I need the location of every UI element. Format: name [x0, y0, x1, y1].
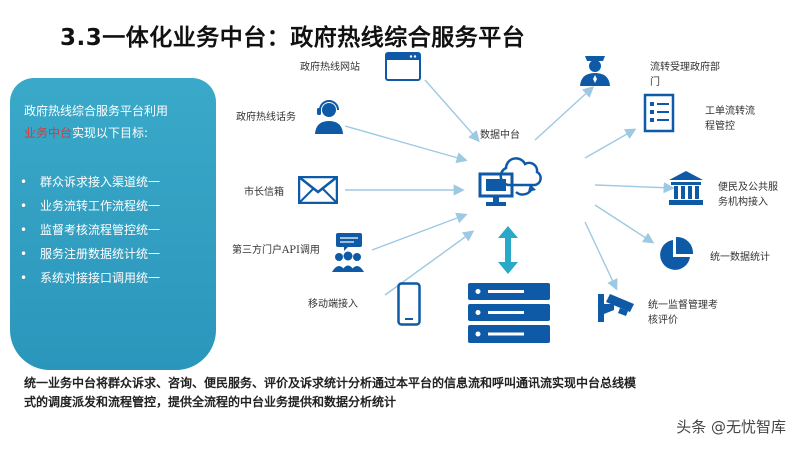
goals-panel: 政府热线综合服务平台利用 业务中台实现以下目标: •群众诉求接入渠道统一 •业务…: [10, 78, 216, 370]
label-data-center: 数据中台: [480, 130, 520, 141]
label-depts: 流转受理政府部门: [650, 62, 720, 88]
label-workflow: 工单流转流程管控: [705, 106, 755, 132]
label-mayor-mail: 市长信箱: [244, 187, 284, 198]
goals-intro-suffix: 实现以下目标:: [72, 126, 149, 140]
goals-intro-highlight: 业务中台: [24, 126, 73, 140]
mobile-phone-icon: [397, 282, 421, 326]
bidirectional-arrow-icon: [498, 226, 518, 274]
label-public-service: 便民及公共服务机构接入: [718, 182, 778, 208]
browser-window-icon: [385, 52, 421, 81]
user-group-chat-icon: [332, 233, 364, 272]
cloud-sync-monitor-icon: [478, 157, 542, 206]
goal-item: •系统对接接口调用统一: [20, 266, 160, 290]
call-center-headset-icon: [315, 100, 343, 134]
goals-intro-prefix: 政府热线综合服务平台利用: [24, 104, 169, 118]
bullet-icon: •: [20, 271, 28, 285]
goal-item: •群众诉求接入渠道统一: [20, 170, 160, 194]
description-text: 统一业务中台将群众诉求、咨询、便民服务、评价及诉求统计分析通过本平台的信息流和呼…: [24, 376, 637, 409]
arrow-phone: [344, 125, 468, 164]
arrow-workflow: [584, 128, 637, 159]
server-stack-icon: [468, 283, 550, 343]
surveillance-camera-icon: [598, 294, 634, 322]
arrow-api: [371, 212, 468, 251]
label-stats: 统一数据统计: [710, 252, 770, 263]
page-title: 3.3一体化业务中台：政府热线综合服务平台: [60, 25, 526, 51]
goals-intro: 政府热线综合服务平台利用 业务中台实现以下目标:: [24, 100, 204, 144]
arrow-public: [594, 182, 675, 194]
checklist-clipboard-icon: [643, 93, 675, 133]
bullet-icon: •: [20, 199, 28, 213]
goal-item: •监督考核流程管控统一: [20, 218, 160, 242]
label-third-party-api: 第三方门户API调用: [232, 245, 320, 256]
bullet-icon: •: [20, 247, 28, 261]
goals-list: •群众诉求接入渠道统一 •业务流转工作流程统一 •监督考核流程管控统一 •服务注…: [20, 170, 160, 290]
bullet-icon: •: [20, 175, 28, 189]
label-supervision: 统一监督管理考核评价: [648, 300, 718, 326]
label-website: 政府热线网站: [300, 62, 360, 73]
arrow-depts: [534, 86, 595, 141]
arrow-supervision: [584, 221, 618, 291]
government-building-icon: [669, 171, 703, 205]
label-phone: 政府热线话务: [236, 112, 296, 123]
goal-item: •业务流转工作流程统一: [20, 194, 160, 218]
bullet-icon: •: [20, 223, 28, 237]
arrow-stats: [594, 204, 655, 244]
arrow-website: [424, 79, 480, 143]
label-mobile: 移动端接入: [308, 299, 358, 310]
watermark: 头条 @无忧智库: [676, 418, 786, 436]
mail-envelope-icon: [298, 176, 338, 204]
pie-chart-icon: [660, 236, 694, 270]
police-officer-icon: [580, 56, 610, 86]
goal-item: •服务注册数据统计统一: [20, 242, 160, 266]
